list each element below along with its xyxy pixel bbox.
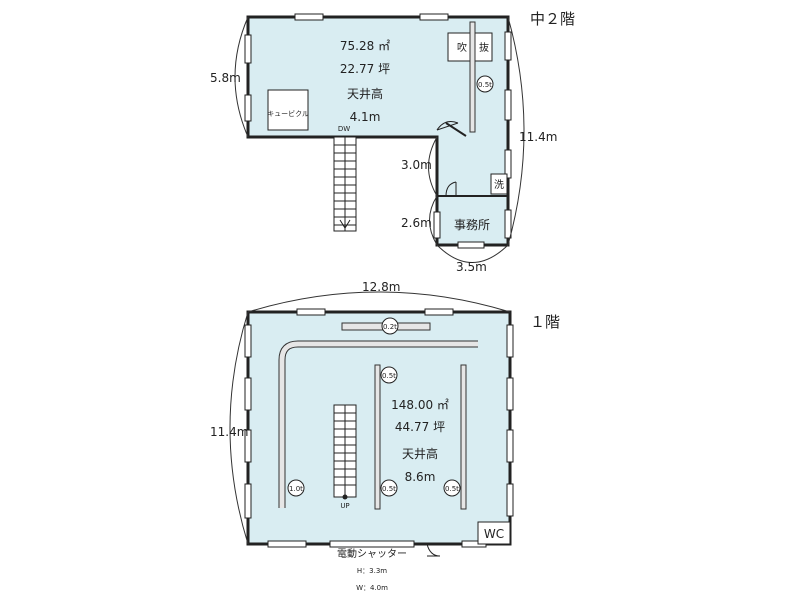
window <box>244 94 252 122</box>
cubicle-label: キュービクル <box>267 109 309 118</box>
window <box>457 241 485 249</box>
mezzanine-ceiling-height: 4.1m <box>350 110 381 124</box>
crane-marker-top <box>381 317 399 335</box>
dim-label-office: 2.6m <box>401 216 432 230</box>
window <box>506 324 514 358</box>
wash-box <box>490 173 508 195</box>
window <box>506 377 514 411</box>
entrance-door <box>426 543 441 557</box>
ground-plan: 0.2t 0.5t 1.0t 0.5t 0.5t <box>210 280 560 592</box>
dim-label-stair: 3.0m <box>401 158 432 172</box>
wc-box <box>477 521 511 545</box>
mezzanine-ceiling-label: 天井高 <box>347 86 383 101</box>
window <box>504 149 512 179</box>
window <box>506 429 514 463</box>
crane-label-top: 0.2t <box>383 323 397 331</box>
void-label-1: 吹 <box>457 41 467 54</box>
dim-arc-left <box>234 16 249 138</box>
window <box>424 308 454 316</box>
void-label-2: 抜 <box>479 41 489 54</box>
door-swing <box>436 121 459 131</box>
shutter-opening <box>329 540 415 548</box>
window <box>504 31 512 61</box>
window <box>244 377 252 411</box>
mezzanine-area-m2: 75.28 ㎡ <box>340 39 390 53</box>
crane-label-center: 0.5t <box>382 485 396 493</box>
crane-marker-left <box>287 479 305 497</box>
window <box>504 209 512 239</box>
crane-rail-l-inner <box>279 341 478 508</box>
crane-marker-center <box>380 479 398 497</box>
crane-label-left: 1.0t <box>289 485 303 493</box>
crane-label-mid: 0.5t <box>382 372 396 380</box>
dim-label-right: 11.4m <box>519 130 557 144</box>
dim-arc-right <box>507 16 525 246</box>
crane-rail-center <box>374 364 381 510</box>
window <box>244 483 252 519</box>
dim-arc-bottom <box>436 244 509 263</box>
mezzanine-area-tsubo: 22.77 坪 <box>340 62 390 76</box>
cubicle-box <box>267 89 309 131</box>
dim-arc-top <box>247 291 511 313</box>
window <box>504 89 512 121</box>
crane-rail-right <box>460 364 467 510</box>
wc-label: WC <box>484 527 504 541</box>
office-door <box>445 181 457 197</box>
crane-label: 0.5t <box>478 81 492 89</box>
window <box>244 34 252 64</box>
crane-marker-mid <box>380 366 398 384</box>
mezzanine-title: 中２階 <box>530 10 575 28</box>
handrail <box>445 122 467 137</box>
door-leaf <box>436 122 459 131</box>
office-label: 事務所 <box>454 218 490 232</box>
mezzanine-plan: キュービクル DW 吹 抜 0.5t <box>210 10 575 274</box>
ground-area-m2: 148.00 ㎡ <box>391 398 449 412</box>
dim-arc-office <box>429 195 438 246</box>
ground-area-tsubo: 44.77 坪 <box>395 420 445 434</box>
up-label: UP <box>340 502 349 510</box>
mezzanine-stair <box>333 136 357 232</box>
ground-stair <box>333 404 357 500</box>
window <box>267 540 307 548</box>
dim-label-bottom: 3.5m <box>456 260 487 274</box>
wash-label: 洗 <box>494 179 504 191</box>
dim-arc-stair <box>428 136 438 197</box>
crane-marker-right <box>443 479 461 497</box>
ground-title: １階 <box>530 313 560 331</box>
window <box>296 308 326 316</box>
ground-ceiling-height: 8.6m <box>405 470 436 484</box>
dw-label: DW <box>338 125 350 133</box>
crane-rail <box>469 21 476 133</box>
shutter-height: H：3.3m <box>357 567 387 575</box>
dim-label-left: 5.8m <box>210 71 241 85</box>
window <box>294 13 324 21</box>
shutter-label: 電動シャッター <box>337 547 407 560</box>
dim-label-left-ground: 11.4m <box>210 425 248 439</box>
shutter-width: W：4.0m <box>356 584 388 592</box>
window <box>419 13 449 21</box>
window <box>506 483 514 517</box>
crane-marker <box>476 75 494 93</box>
ground-ceiling-label: 天井高 <box>402 446 438 461</box>
window <box>244 324 252 358</box>
dim-label-top: 12.8m <box>362 280 400 294</box>
crane-label-right: 0.5t <box>445 485 459 493</box>
dim-arc-left <box>229 311 249 545</box>
window <box>433 211 441 239</box>
window <box>244 429 252 463</box>
